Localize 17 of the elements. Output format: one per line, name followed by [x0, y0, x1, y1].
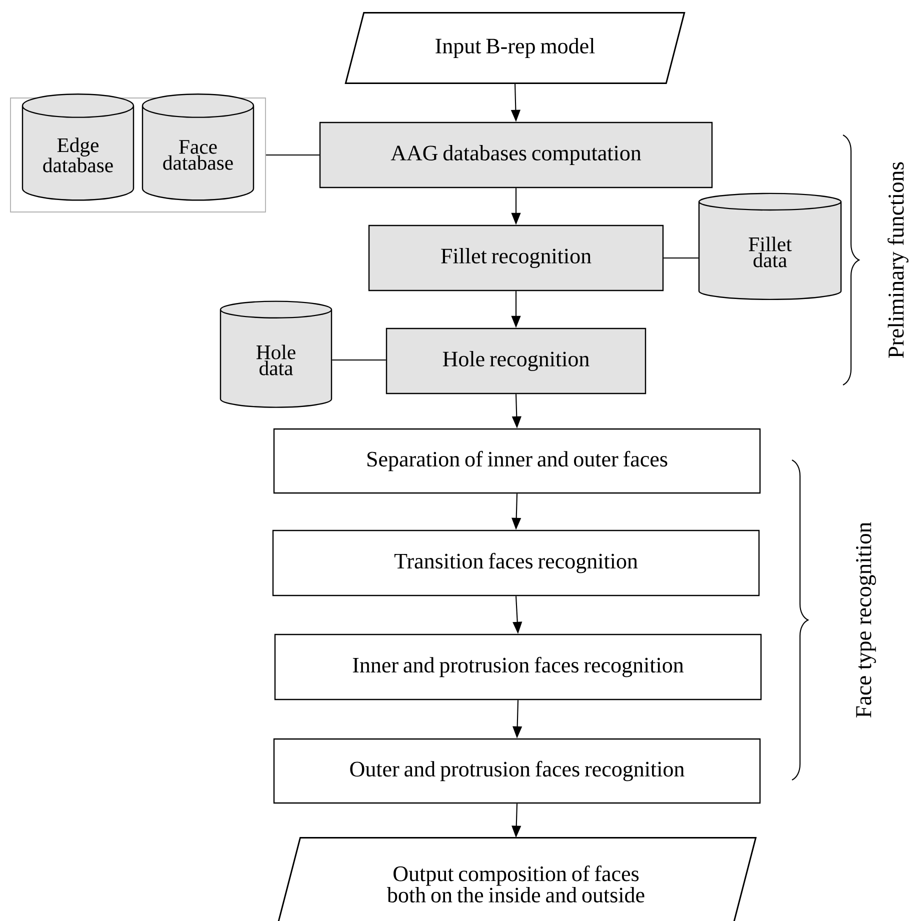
- process-box: Inner and protrusion faces recognition: [274, 634, 762, 700]
- process-box: Separation of inner and outer faces: [273, 428, 761, 494]
- connector-line: [332, 359, 386, 361]
- process-box: Outer and protrusion faces recognition: [273, 738, 761, 804]
- process-box: Fillet recognition: [368, 224, 664, 292]
- io-parallelogram: Input B-rep model: [344, 12, 686, 84]
- process-box: AAG databases computation: [319, 122, 713, 188]
- group-label: Preliminary functions: [888, 162, 908, 358]
- database-cylinder: Hole data: [220, 300, 332, 408]
- database-cylinder: Fillet data: [698, 192, 842, 300]
- database-cylinder: Face database: [142, 94, 254, 201]
- connector-line: [266, 154, 320, 156]
- connector-line: [664, 257, 698, 259]
- group-label: Face type recognition: [856, 522, 876, 718]
- database-cylinder: Edge database: [22, 94, 134, 201]
- process-box: Hole recognition: [386, 328, 646, 394]
- process-box: Transition faces recognition: [272, 530, 760, 596]
